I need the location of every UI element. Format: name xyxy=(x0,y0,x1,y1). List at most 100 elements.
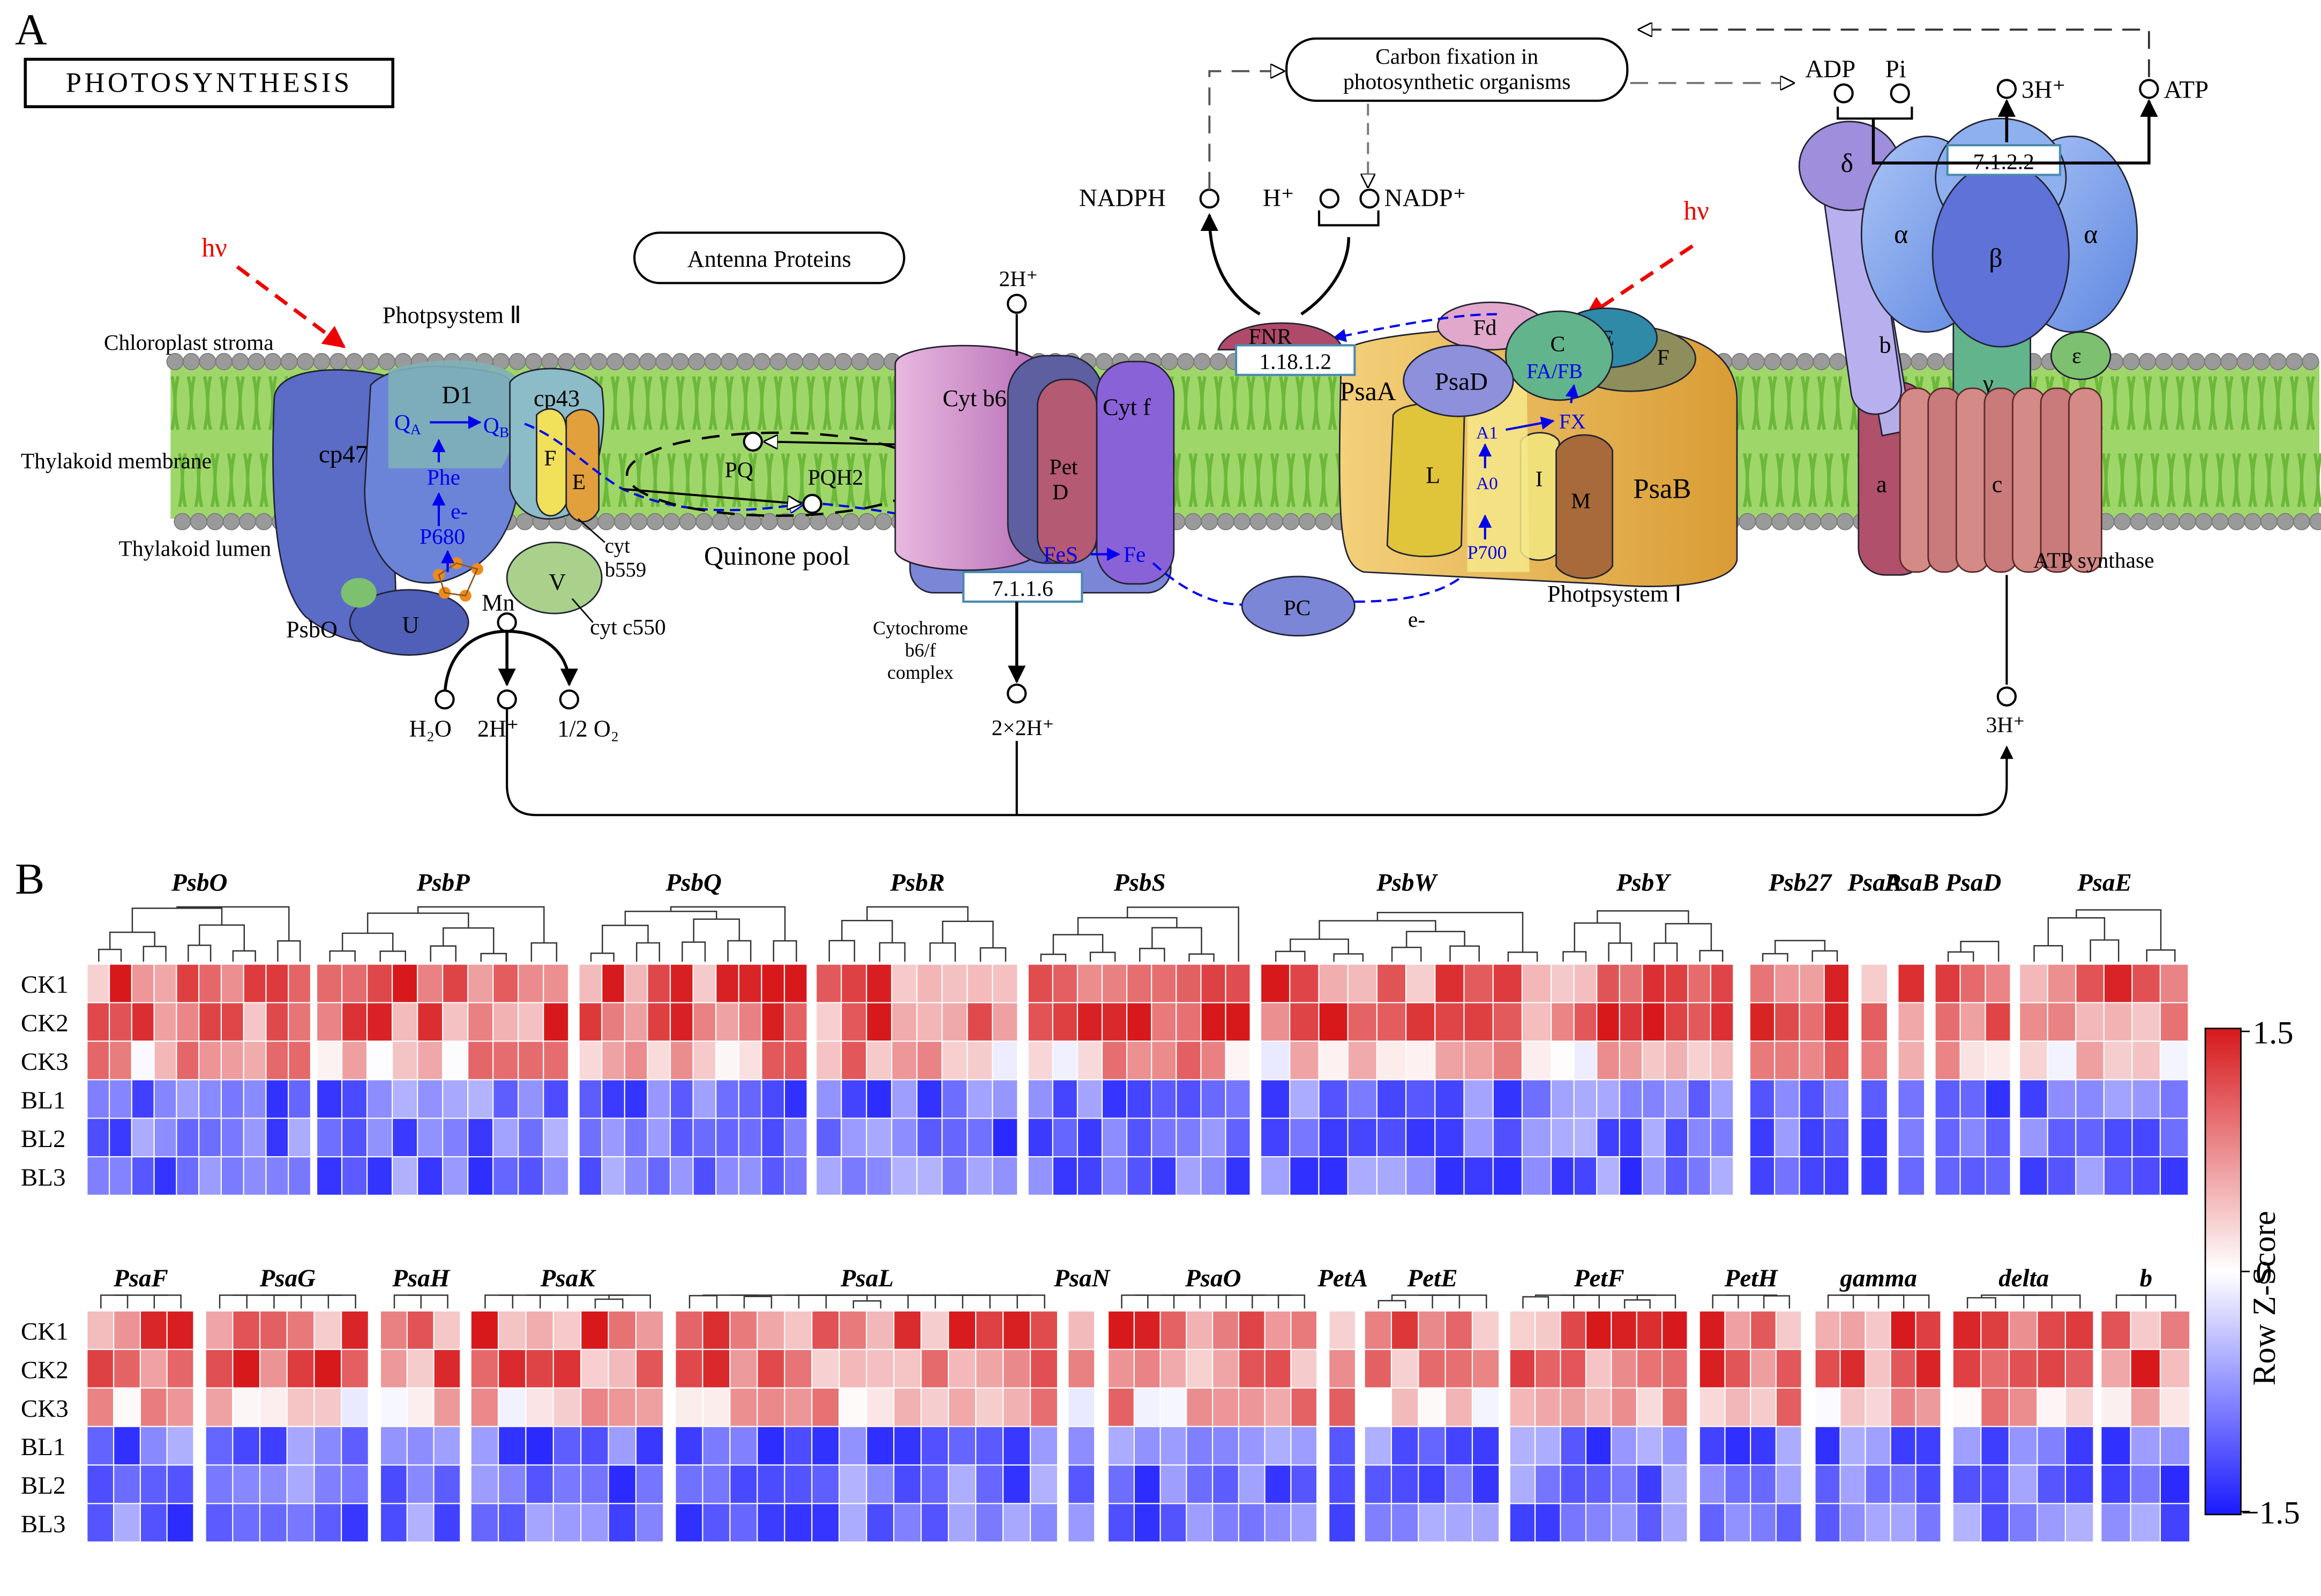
heatmap-cell xyxy=(676,1427,702,1465)
heatmap-cell xyxy=(468,1080,493,1118)
heatmap-cell xyxy=(1187,1465,1212,1503)
heatmap-cell xyxy=(1053,1119,1077,1157)
heatmap-cell xyxy=(418,1119,443,1157)
heatmap-cell xyxy=(703,1427,730,1465)
dendrogram-branch xyxy=(1573,1294,1600,1309)
heatmap-cell xyxy=(1053,1080,1077,1118)
dendrogram-branch xyxy=(1391,1294,1446,1301)
heatmap-cell xyxy=(1177,964,1201,1002)
gene-label: PsaE xyxy=(2077,868,2132,896)
heatmap-cell xyxy=(1290,964,1319,1002)
heatmap-cell xyxy=(177,1041,199,1080)
heatmap-cell xyxy=(1406,1003,1435,1041)
heatmap-cell xyxy=(1290,1003,1319,1041)
dendrogram-branch xyxy=(594,1298,624,1309)
heatmap-cell xyxy=(315,1427,341,1465)
heatmap-cell xyxy=(368,1003,392,1041)
dendrogram-branch xyxy=(929,942,956,962)
heatmap-cell xyxy=(393,1080,417,1118)
dendrogram-branch xyxy=(539,1294,568,1309)
heatmap-cell xyxy=(1031,1388,1057,1426)
heatmap-cell xyxy=(785,1311,812,1349)
heatmap-cell xyxy=(671,1041,693,1080)
heatmap-cell xyxy=(1960,1041,1985,1080)
heatmap-cell xyxy=(1177,1041,1201,1080)
heatmap-cell xyxy=(1536,1465,1560,1503)
row-label: BL1 xyxy=(21,1087,66,1114)
panel-b-label: B xyxy=(15,854,44,903)
heatmap-cell xyxy=(1898,964,1925,1002)
heatmap-cell xyxy=(1935,1003,1960,1041)
dendrogram-branch xyxy=(1665,923,1712,951)
heatmap-cell xyxy=(266,1080,288,1118)
heatmap-cell xyxy=(87,1350,113,1388)
gene-label: b xyxy=(2140,1264,2153,1292)
heatmap-cell xyxy=(114,1311,140,1349)
gene-label: PsaF xyxy=(113,1264,168,1292)
heatmap-cell xyxy=(342,1119,366,1157)
lipid-head xyxy=(851,353,868,370)
heatmap-cell xyxy=(1377,1003,1405,1041)
heatmap-cell xyxy=(2132,1003,2160,1041)
heatmap-cell xyxy=(637,1350,663,1388)
heatmap-cell xyxy=(1078,1041,1102,1080)
heatmap-cell xyxy=(1866,1465,1890,1503)
heatmap-cell xyxy=(1750,964,1774,1002)
lipid-tail xyxy=(1181,376,1198,507)
heatmap-cell xyxy=(167,1311,193,1349)
heatmap-cell xyxy=(739,1003,761,1041)
heatmap-cell xyxy=(289,1041,310,1080)
psbf-label: F xyxy=(544,446,556,470)
lipid-head xyxy=(1315,513,1332,530)
nadp-label: NADP⁺ xyxy=(1384,184,1466,212)
heatmap-cell xyxy=(1068,1427,1095,1465)
heatmap-cell xyxy=(949,1388,976,1426)
dendrogram-branch xyxy=(1762,953,1788,962)
heatmap-cell xyxy=(1329,1427,1355,1465)
lipid-head xyxy=(1193,353,1211,370)
heatmap-cell xyxy=(1536,1504,1560,1542)
lipid-tail xyxy=(2257,376,2274,507)
heatmap-cell xyxy=(342,1041,366,1080)
lipid-head xyxy=(280,353,298,370)
heatmap-cell xyxy=(1435,1080,1464,1118)
heatmap-cell xyxy=(1612,1465,1636,1503)
dendrogram-branch xyxy=(341,932,394,951)
dendrogram-branch xyxy=(1225,1294,1253,1309)
dendrogram-branch xyxy=(232,950,256,962)
heatmap-cell xyxy=(1053,1157,1077,1195)
heatmap-cell xyxy=(671,1080,693,1118)
heatmap-cell xyxy=(730,1388,757,1426)
hv-ps2-label: hν xyxy=(201,233,227,263)
h2-bottom-label: 2H⁺ xyxy=(477,716,519,742)
heatmap-cell xyxy=(1751,1388,1776,1426)
dendrogram-branch xyxy=(1432,1294,1461,1309)
lipid-head xyxy=(2302,353,2319,370)
heatmap-cell xyxy=(922,1311,948,1349)
heatmap-cell xyxy=(2161,1465,2190,1503)
heatmap-cell xyxy=(342,964,366,1002)
lipid-tail xyxy=(1295,376,1312,507)
heatmap-cell xyxy=(609,1311,635,1349)
dendrogram-branch xyxy=(1016,1294,1045,1309)
dendrogram-branch xyxy=(1597,910,1689,924)
heatmap-cell xyxy=(1510,1388,1534,1426)
heatmap-cell xyxy=(1109,1465,1134,1503)
heatmap-cell xyxy=(1898,1119,1925,1157)
heatmap-cell xyxy=(1953,1388,1981,1426)
heatmap-cell xyxy=(1536,1311,1560,1349)
heatmap-cell xyxy=(1329,1504,1355,1542)
heatmap-cell xyxy=(703,1504,730,1542)
heatmap-cell xyxy=(1699,1465,1725,1503)
lipid-head xyxy=(1787,513,1805,530)
heatmap-cell xyxy=(167,1465,193,1503)
heatmap-cell xyxy=(637,1504,663,1542)
heatmap-cell xyxy=(1815,1504,1840,1542)
heatmap-cell xyxy=(443,1157,468,1195)
heatmap-cell xyxy=(942,1003,967,1041)
heatmap-cell xyxy=(1319,1157,1347,1195)
heatmap-cell xyxy=(1523,964,1551,1002)
heatmap-cell xyxy=(1699,1504,1725,1542)
heatmap-cell xyxy=(1986,1080,2010,1118)
